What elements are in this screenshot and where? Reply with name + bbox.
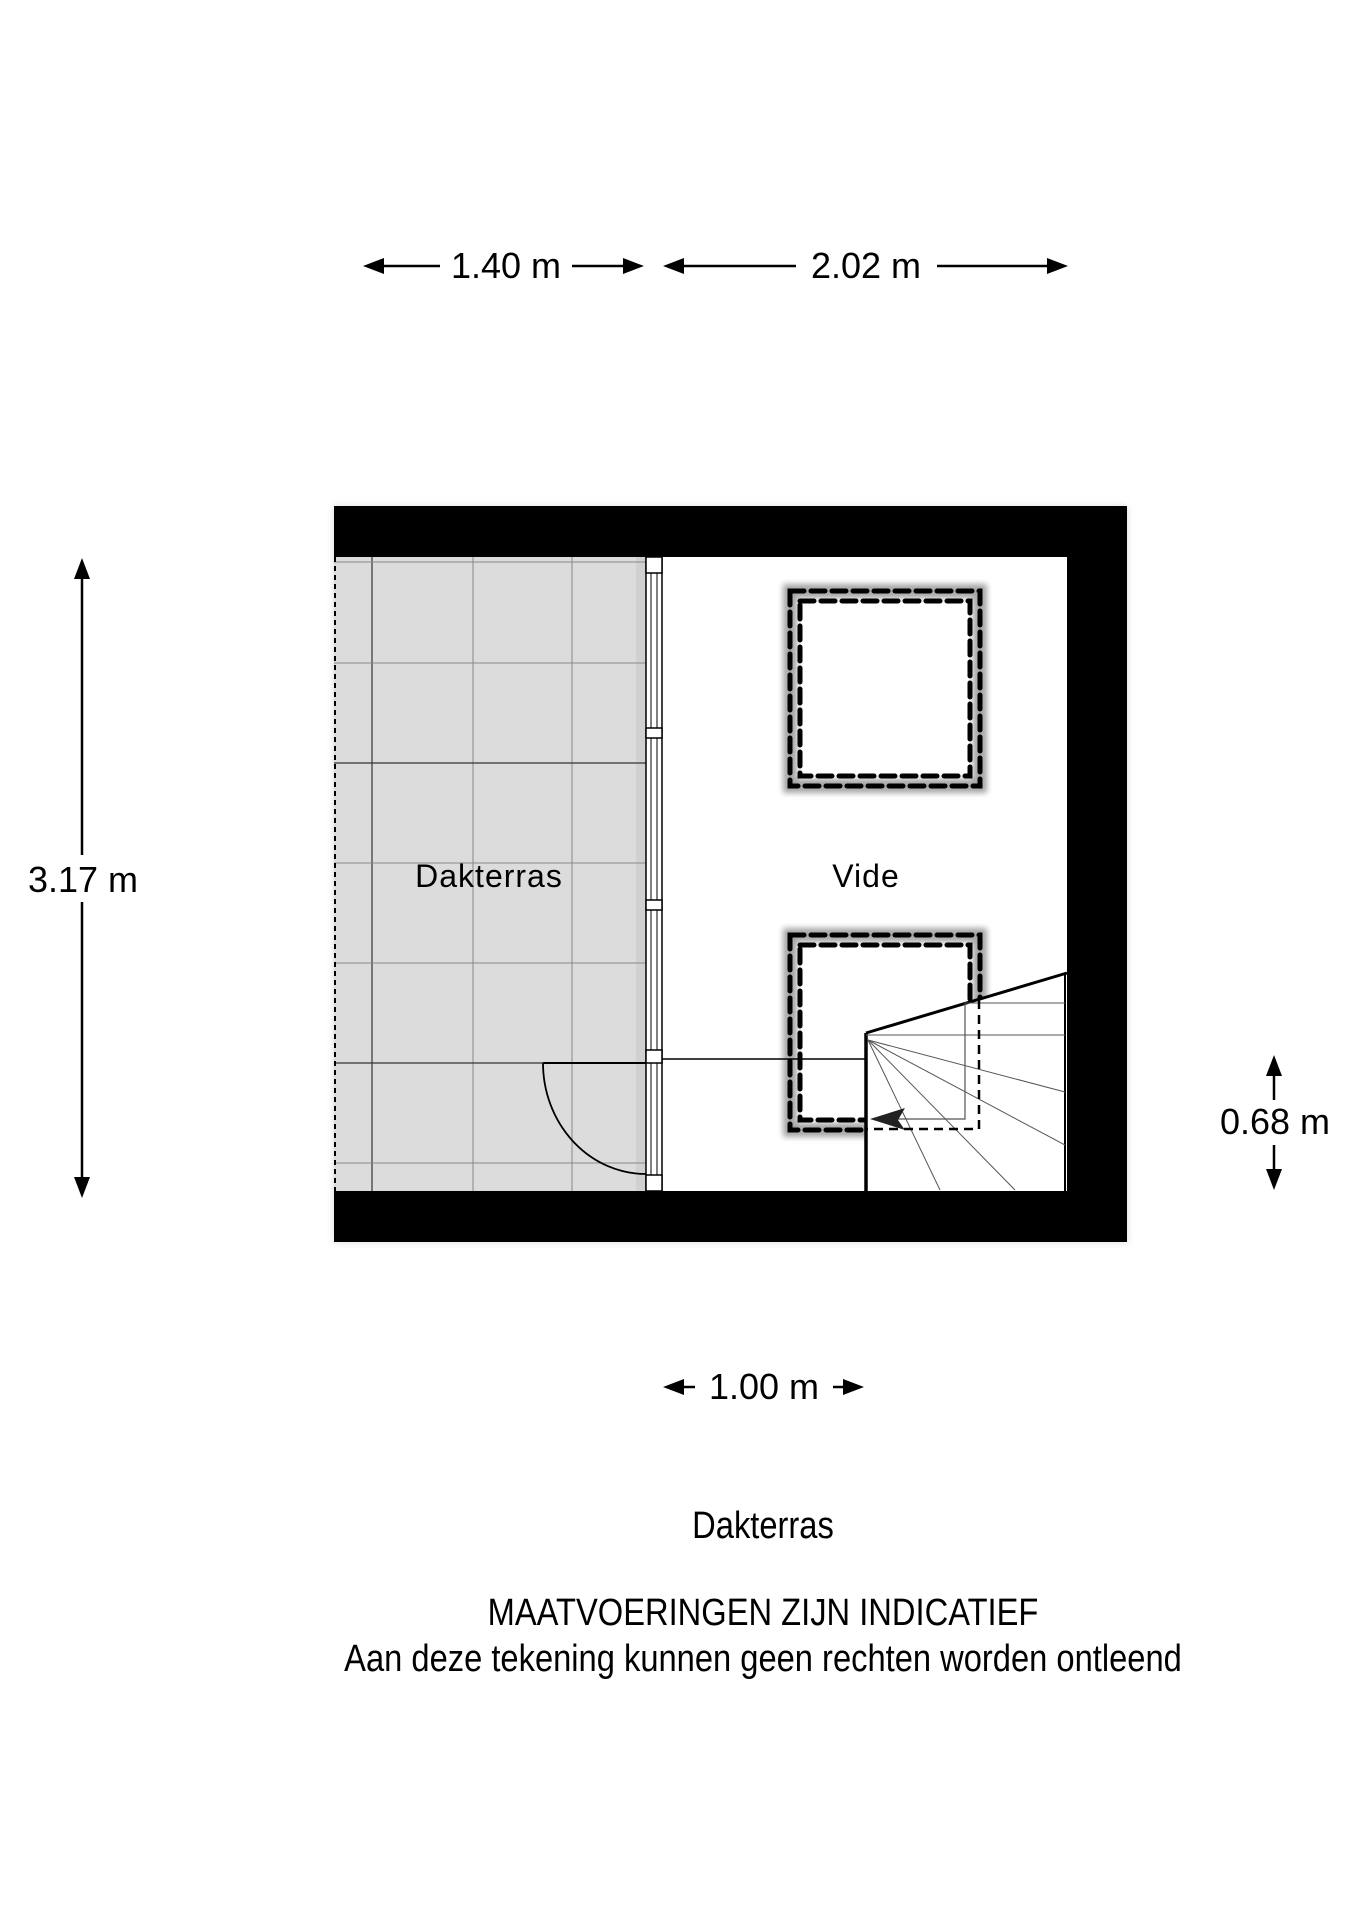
wall-bottom — [334, 1191, 1127, 1242]
staircase — [864, 971, 1068, 1191]
dimension-lines — [74, 258, 1282, 1395]
terrace-area — [334, 557, 646, 1191]
room-label-void: Vide — [832, 858, 900, 894]
door-swing — [542, 1062, 647, 1175]
dimension-top-left: 1.40 m — [450, 245, 562, 286]
disclaimer-text: Aan deze tekening kunnen geen rechten wo… — [344, 1638, 1182, 1680]
room-label-terrace: Dakterras — [415, 858, 563, 894]
dimension-bottom-width: 1.00 m — [708, 1366, 820, 1407]
stair-direction-arrow-icon — [870, 1108, 905, 1130]
wall-top — [334, 506, 1127, 557]
disclaimer-title: MAATVOERINGEN ZIJN INDICATIEF — [487, 1592, 1039, 1634]
glass-partition — [645, 556, 663, 1192]
walls — [334, 506, 1127, 1242]
dimension-top-right: 2.02 m — [810, 245, 922, 286]
floor-name-caption: Dakterras — [692, 1505, 834, 1547]
dimension-left-height: 3.17 m — [27, 859, 139, 900]
dimension-stair-height: 0.68 m — [1219, 1101, 1331, 1142]
void-opening-upper — [783, 584, 987, 793]
wall-right — [1067, 506, 1127, 1242]
